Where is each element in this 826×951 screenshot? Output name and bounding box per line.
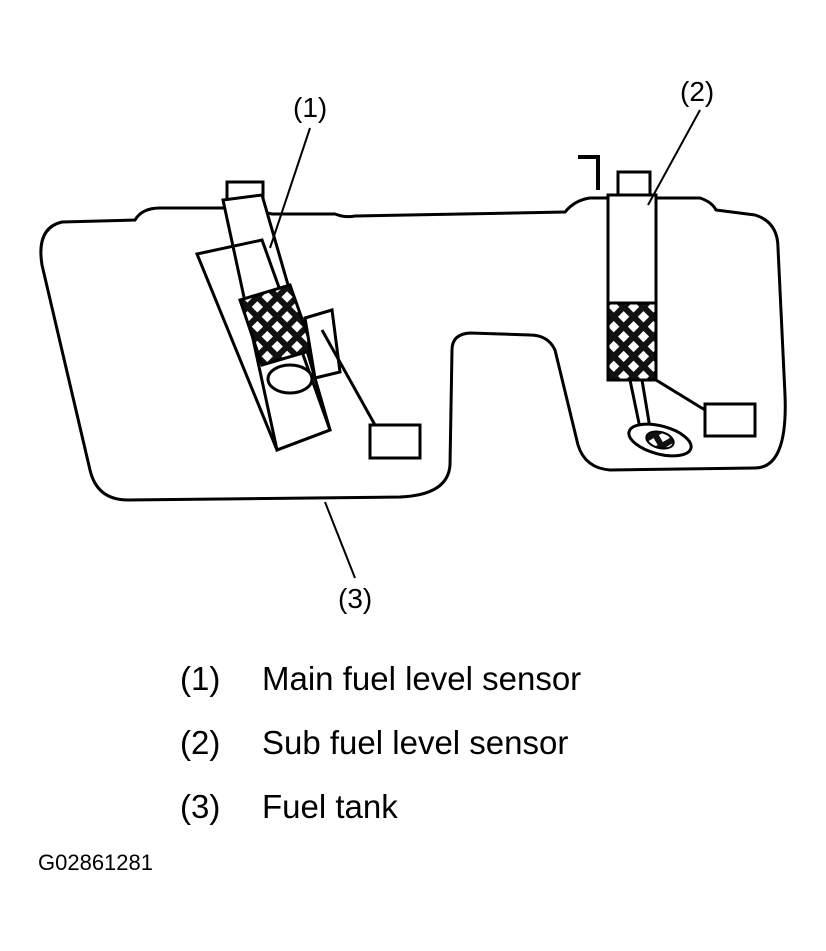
legend: (1) Main fuel level sensor (2) Sub fuel … — [180, 662, 581, 854]
leader-line-1 — [269, 127, 311, 249]
leader-line-2 — [647, 109, 701, 206]
callout-sub-sensor: (2) — [680, 76, 715, 107]
legend-text: Sub fuel level sensor — [262, 723, 569, 761]
legend-text: Main fuel level sensor — [262, 659, 582, 697]
fuel-tank-diagram — [39, 109, 787, 579]
leader-line-3 — [324, 501, 356, 579]
legend-item: (3) Fuel tank — [180, 787, 581, 825]
legend-item: (1) Main fuel level sensor — [180, 659, 582, 697]
legend-text: Fuel tank — [262, 787, 398, 825]
fuel-tank-outline — [39, 196, 787, 502]
sub-fuel-level-sensor — [578, 155, 757, 458]
legend-item: (2) Sub fuel level sensor — [180, 723, 581, 761]
callout-fuel-tank: (3) — [338, 583, 373, 614]
legend-number: (1) — [180, 659, 221, 697]
legend-number: (2) — [180, 723, 221, 761]
legend-number: (3) — [180, 787, 221, 825]
main-fuel-level-sensor — [194, 180, 422, 460]
callout-main-sensor: (1) — [293, 92, 328, 123]
figure-id: G02861281 — [38, 850, 153, 875]
